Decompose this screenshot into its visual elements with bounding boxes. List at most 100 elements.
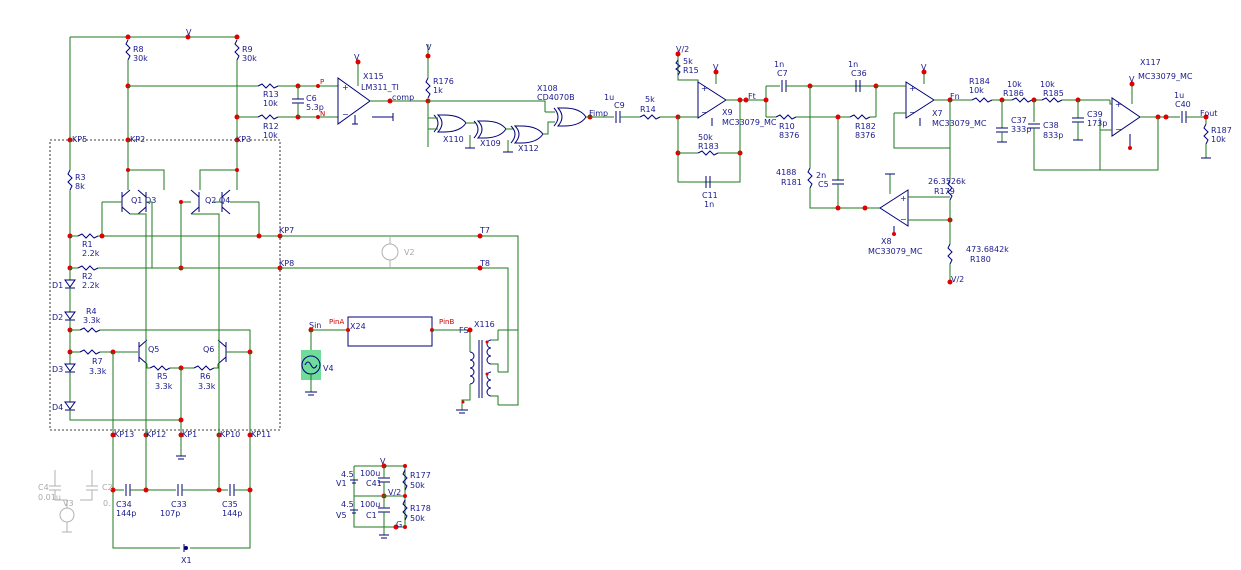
resistor-r180 xyxy=(947,243,953,265)
svg-text:C41: C41 xyxy=(366,479,382,488)
svg-text:CD4070B: CD4070B xyxy=(537,93,575,102)
svg-text:KP8: KP8 xyxy=(279,259,294,268)
svg-text:C7: C7 xyxy=(777,69,788,78)
diode-d4 xyxy=(64,401,76,410)
svg-text:2.2k: 2.2k xyxy=(82,249,100,258)
svg-text:5k: 5k xyxy=(683,57,693,66)
svg-text:−: − xyxy=(1115,125,1122,134)
svg-text:Q2 Q4: Q2 Q4 xyxy=(205,196,230,205)
svg-text:R179: R179 xyxy=(934,187,955,196)
svg-text:X112: X112 xyxy=(518,144,539,153)
svg-text:4.5: 4.5 xyxy=(341,500,354,509)
svg-text:R183: R183 xyxy=(698,142,719,151)
x116-label: X116 xyxy=(474,320,495,329)
opamp-x9 xyxy=(697,81,727,119)
resistor-r12 xyxy=(257,114,279,120)
svg-text:V4: V4 xyxy=(323,364,334,373)
svg-text:R182: R182 xyxy=(855,122,876,131)
svg-text:+: + xyxy=(900,194,907,203)
svg-text:5k: 5k xyxy=(645,95,655,104)
svg-text:Fn: Fn xyxy=(950,92,960,101)
svg-text:10k: 10k xyxy=(1211,135,1226,144)
svg-text:KP11: KP11 xyxy=(251,430,271,439)
svg-text:C2: C2 xyxy=(102,483,113,492)
resistor-r7 xyxy=(79,349,101,355)
r12-label: R12 xyxy=(263,122,279,131)
svg-text:C40: C40 xyxy=(1175,100,1191,109)
svg-text:4188: 4188 xyxy=(776,168,796,177)
svg-text:R10: R10 xyxy=(779,122,795,131)
svg-text:V: V xyxy=(1129,75,1135,84)
svg-text:V: V xyxy=(354,53,360,62)
svg-text:V: V xyxy=(713,63,719,72)
svg-text:PinB: PinB xyxy=(439,318,454,326)
resistor-r10 xyxy=(775,114,797,120)
svg-text:C4: C4 xyxy=(38,483,49,492)
svg-text:333p: 333p xyxy=(1011,125,1031,134)
svg-text:+: + xyxy=(342,83,349,92)
svg-text:50k: 50k xyxy=(410,481,425,490)
svg-text:100u: 100u xyxy=(360,500,380,509)
resistor-r1 xyxy=(77,233,99,239)
svg-text:C33: C33 xyxy=(171,500,187,509)
svg-text:KP13: KP13 xyxy=(114,430,134,439)
svg-text:D1: D1 xyxy=(52,281,63,290)
ghost-source-v3 xyxy=(59,507,75,523)
svg-text:R2: R2 xyxy=(82,272,93,281)
resistor-r186 xyxy=(1011,97,1033,103)
svg-text:V1: V1 xyxy=(336,479,347,488)
diode-d3 xyxy=(64,363,76,372)
svg-text:V/2: V/2 xyxy=(388,488,401,497)
svg-text:MC33079_MC: MC33079_MC xyxy=(868,247,923,256)
diode-d2 xyxy=(64,311,76,320)
svg-text:D2: D2 xyxy=(52,313,63,322)
svg-text:2n: 2n xyxy=(816,171,826,180)
svg-text:50k: 50k xyxy=(698,133,713,142)
resistor-r13 xyxy=(257,83,279,89)
r8-label: R8 xyxy=(133,45,144,54)
svg-text:V5: V5 xyxy=(336,511,347,520)
svg-text:8k: 8k xyxy=(75,182,85,191)
svg-text:10k: 10k xyxy=(1040,80,1055,89)
svg-text:X1: X1 xyxy=(181,556,192,565)
svg-text:R14: R14 xyxy=(640,105,656,114)
svg-text:1u: 1u xyxy=(1174,91,1184,100)
svg-text:R177: R177 xyxy=(410,471,431,480)
svg-text:−: − xyxy=(342,110,349,119)
resistor-r15 xyxy=(675,59,681,76)
svg-text:−: − xyxy=(909,108,916,117)
r9-label: R9 xyxy=(242,45,253,54)
resistor-r181 xyxy=(807,167,813,189)
svg-text:T7: T7 xyxy=(479,226,490,235)
svg-text:Q5: Q5 xyxy=(148,345,159,354)
svg-text:C35: C35 xyxy=(222,500,238,509)
v-top-label: V xyxy=(186,28,192,37)
svg-text:+: + xyxy=(909,84,916,93)
xor-gate-x112 xyxy=(513,125,544,144)
svg-text:144p: 144p xyxy=(116,509,136,518)
svg-text:D3: D3 xyxy=(52,365,63,374)
svg-text:10k: 10k xyxy=(969,86,984,95)
svg-text:R4: R4 xyxy=(86,307,97,316)
x8-label: X8 xyxy=(881,237,892,246)
svg-text:10k: 10k xyxy=(263,131,278,140)
svg-text:R5: R5 xyxy=(157,372,168,381)
svg-text:144p: 144p xyxy=(222,509,242,518)
resistor-r182 xyxy=(849,114,871,120)
svg-text:R185: R185 xyxy=(1043,89,1064,98)
svg-text:+: + xyxy=(1115,100,1122,109)
svg-text:KP5: KP5 xyxy=(72,135,87,144)
transformer-x116 xyxy=(469,351,475,385)
svg-text:T8: T8 xyxy=(479,259,490,268)
svg-text:MC33079_MC: MC33079_MC xyxy=(1138,72,1193,81)
ghost-source-v2 xyxy=(381,243,399,261)
svg-text:473.6842k: 473.6842k xyxy=(966,245,1009,254)
svg-text:3.3k: 3.3k xyxy=(198,382,216,391)
svg-text:R15: R15 xyxy=(683,66,699,75)
svg-text:C39: C39 xyxy=(1087,110,1103,119)
resistor-r187 xyxy=(1203,123,1209,145)
svg-text:50k: 50k xyxy=(410,514,425,523)
resistor-r4 xyxy=(79,327,101,333)
